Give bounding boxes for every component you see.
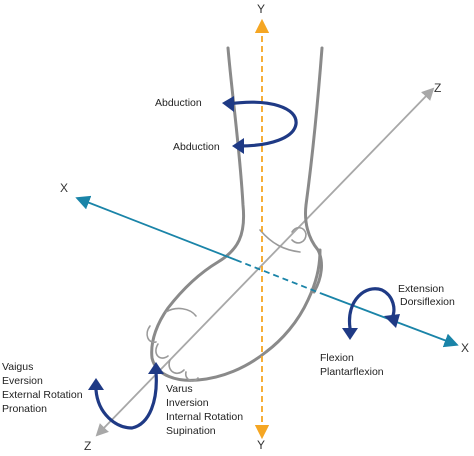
internal-rotation-label: Internal Rotation [166,411,243,423]
extension-label: Extension [398,283,444,295]
supination-label: Supination [166,425,216,437]
vaigus-varus-rotation-arrow [88,362,164,430]
flexion-label: Flexion [320,352,354,364]
z-axis-label-top: Z [434,81,441,95]
abduction-label-2: Abduction [173,141,220,153]
pronation-label: Pronation [2,403,47,415]
inversion-label: Inversion [166,397,209,409]
abduction-rotation-arrow [222,96,298,154]
eversion-label: Eversion [2,375,43,387]
dorsiflexion-label: Dorsiflexion [400,296,455,308]
varus-label: Varus [166,383,193,395]
y-axis-label-bottom: Y [257,438,265,452]
foot-outline [146,46,324,382]
x-axis-label-right: X [461,341,469,355]
vaigus-label: Vaigus [2,361,33,373]
y-axis-label-top: Y [257,2,265,16]
abduction-label-1: Abduction [155,97,202,109]
extension-flexion-rotation-arrow [342,287,400,340]
plantarflexion-label: Plantarflexion [320,366,384,378]
external-rotation-label: External Rotation [2,389,83,401]
z-axis-label-bottom: Z [84,439,91,453]
x-axis-label-left: X [60,181,68,195]
